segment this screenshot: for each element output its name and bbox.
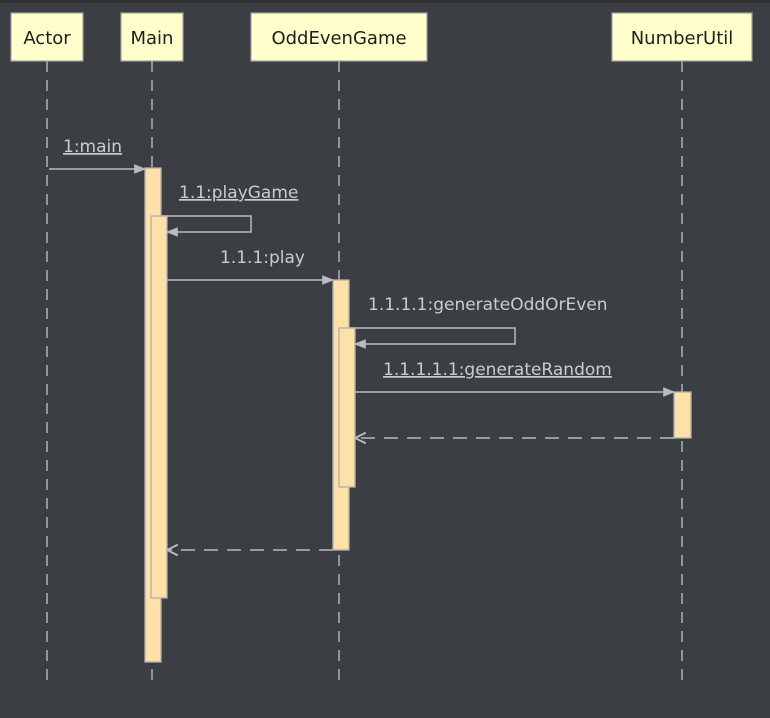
message-label-m4: 1.1.1.1:generateOddOrEven — [368, 295, 608, 315]
participant-label-oddevengame: OddEvenGame — [271, 28, 406, 49]
participant-box-numberutil — [611, 12, 753, 62]
message-arrow-m2 — [161, 215, 252, 237]
participant-box-main — [120, 12, 184, 62]
participant-box-oddevengame — [250, 12, 428, 62]
participant-label-actor: Actor — [23, 28, 71, 49]
activation-bar-oddevengame-2 — [338, 327, 356, 488]
message-label-m3: 1.1.1:play — [220, 248, 305, 268]
participant-label-main: Main — [131, 28, 174, 49]
activation-bar-main-2 — [150, 215, 168, 599]
message-arrow-m4 — [349, 327, 516, 349]
message-label-m5: 1.1.1.1.1:generateRandom — [383, 360, 612, 380]
activation-bar-numberutil-1 — [673, 391, 692, 439]
message-label-m2: 1.1:playGame — [179, 183, 298, 203]
message-label-m1: 1:main — [63, 137, 122, 157]
participant-label-numberutil: NumberUtil — [631, 28, 734, 49]
participant-box-actor — [10, 12, 84, 62]
